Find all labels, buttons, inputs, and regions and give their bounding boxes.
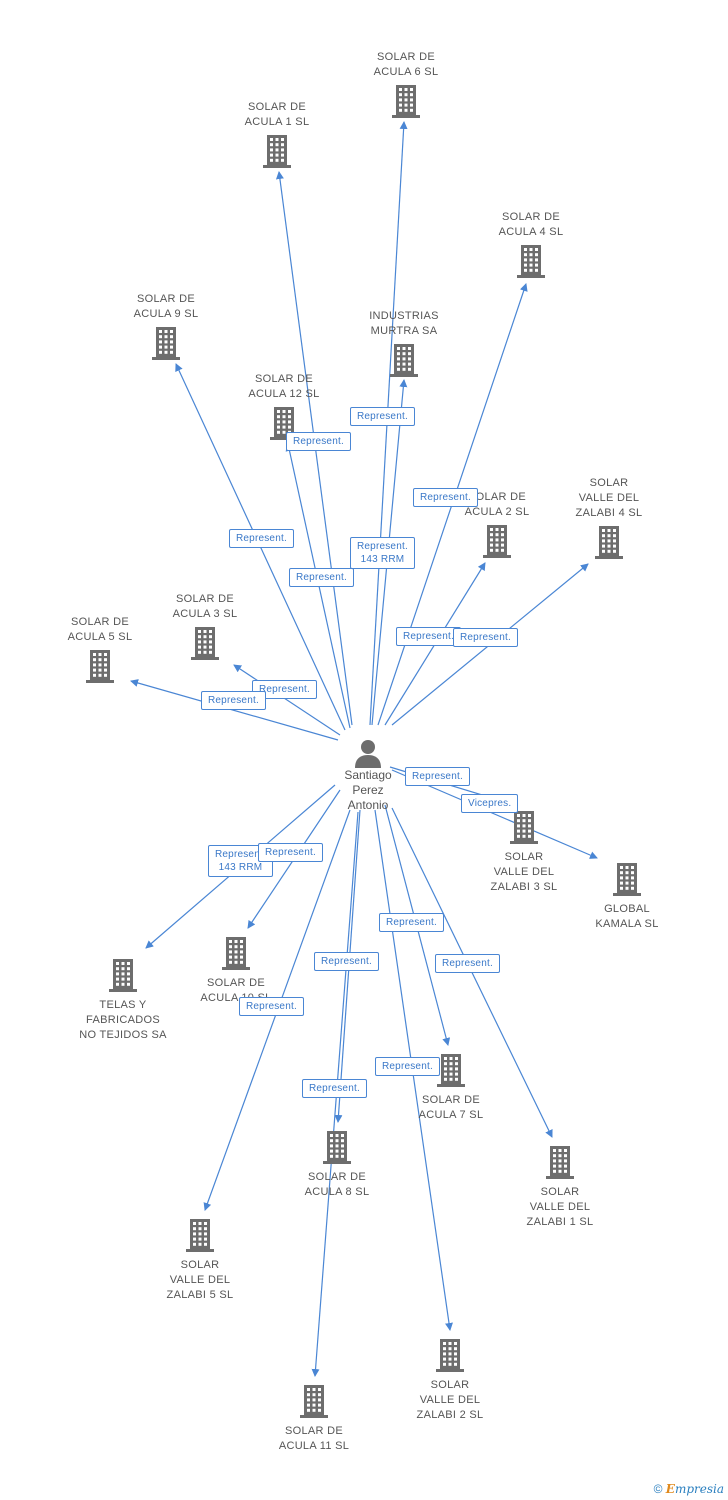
company-label: SOLAR VALLE DEL ZALABI 5 SL xyxy=(166,1259,234,1301)
relation-badge[interactable]: Represent. xyxy=(229,529,294,548)
company-node-zalabi5[interactable]: SOLAR VALLE DEL ZALABI 5 SL xyxy=(150,1218,250,1303)
relation-badge[interactable]: Represent. xyxy=(435,954,500,973)
relation-badge[interactable]: Represent. xyxy=(413,488,478,507)
center-person[interactable]: Santiago Perez Antonio xyxy=(328,738,408,813)
company-node-zalabi3[interactable]: SOLAR VALLE DEL ZALABI 3 SL xyxy=(474,810,574,895)
company-label: SOLAR DE ACULA 7 SL xyxy=(418,1094,484,1121)
company-label: SOLAR DE ACULA 10 SL xyxy=(200,977,271,1004)
building-icon xyxy=(390,344,418,377)
relation-badge[interactable]: Represent. xyxy=(350,407,415,426)
building-icon xyxy=(437,1054,465,1087)
company-node-murtra[interactable]: INDUSTRIAS MURTRA SA xyxy=(354,309,454,377)
relation-badge[interactable]: Represent. xyxy=(453,628,518,647)
company-node-acula11[interactable]: SOLAR DE ACULA 11 SL xyxy=(264,1384,364,1454)
person-icon xyxy=(355,740,381,768)
copyright-symbol: © xyxy=(653,1482,663,1496)
person-name: Santiago Perez Antonio xyxy=(344,768,392,812)
relation-badge[interactable]: Vicepres. xyxy=(461,794,519,813)
company-node-acula8[interactable]: SOLAR DE ACULA 8 SL xyxy=(287,1130,387,1200)
brand-footer: © Empresia xyxy=(654,1482,724,1496)
relation-badge[interactable]: Represent. xyxy=(302,1079,367,1098)
company-node-acula7[interactable]: SOLAR DE ACULA 7 SL xyxy=(401,1053,501,1123)
building-icon xyxy=(109,959,137,992)
company-label: SOLAR DE ACULA 3 SL xyxy=(172,593,238,620)
company-node-acula4[interactable]: SOLAR DE ACULA 4 SL xyxy=(481,210,581,278)
relation-badge[interactable]: Represent. xyxy=(239,997,304,1016)
company-label: SOLAR VALLE DEL ZALABI 1 SL xyxy=(526,1186,594,1228)
company-label: SOLAR DE ACULA 12 SL xyxy=(248,373,320,400)
company-node-acula12[interactable]: SOLAR DE ACULA 12 SL xyxy=(234,372,334,440)
building-icon xyxy=(191,627,219,660)
company-label: SOLAR VALLE DEL ZALABI 2 SL xyxy=(416,1379,484,1421)
company-label: TELAS Y FABRICADOS NO TEJIDOS SA xyxy=(79,999,167,1041)
relation-badge[interactable]: Represent. xyxy=(201,691,266,710)
company-node-acula9[interactable]: SOLAR DE ACULA 9 SL xyxy=(116,292,216,360)
company-node-zalabi1[interactable]: SOLAR VALLE DEL ZALABI 1 SL xyxy=(510,1145,610,1230)
company-node-acula5[interactable]: SOLAR DE ACULA 5 SL xyxy=(50,615,150,683)
relation-badge[interactable]: Represent. xyxy=(252,680,317,699)
company-label: SOLAR DE ACULA 4 SL xyxy=(498,211,564,238)
relation-badge[interactable]: Represent. 143 RRM xyxy=(350,537,415,569)
company-label: SOLAR DE ACULA 11 SL xyxy=(278,1425,350,1452)
relation-badge[interactable]: Represent. xyxy=(379,913,444,932)
company-label: SOLAR DE ACULA 1 SL xyxy=(244,101,310,128)
building-icon xyxy=(546,1146,574,1179)
company-node-acula6[interactable]: SOLAR DE ACULA 6 SL xyxy=(356,50,456,118)
building-icon xyxy=(392,85,420,118)
building-icon xyxy=(517,245,545,278)
building-icon xyxy=(152,327,180,360)
company-node-acula3[interactable]: SOLAR DE ACULA 3 SL xyxy=(155,592,255,660)
company-label: GLOBAL KAMALA SL xyxy=(595,903,659,930)
building-icon xyxy=(323,1131,351,1164)
building-icon xyxy=(483,525,511,558)
relation-badge[interactable]: Represent. xyxy=(396,627,461,646)
company-label: INDUSTRIAS MURTRA SA xyxy=(369,310,439,337)
relation-badge[interactable]: Represent. xyxy=(314,952,379,971)
company-label: SOLAR DE ACULA 9 SL xyxy=(133,293,199,320)
company-node-zalabi4[interactable]: SOLAR VALLE DEL ZALABI 4 SL xyxy=(559,476,659,559)
building-icon xyxy=(595,526,623,559)
company-node-kamala[interactable]: GLOBAL KAMALA SL xyxy=(577,862,677,932)
company-node-acula1[interactable]: SOLAR DE ACULA 1 SL xyxy=(227,100,327,168)
relation-badge[interactable]: Represent. xyxy=(405,767,470,786)
company-node-zalabi2[interactable]: SOLAR VALLE DEL ZALABI 2 SL xyxy=(400,1338,500,1423)
company-node-acula10[interactable]: SOLAR DE ACULA 10 SL xyxy=(186,936,286,1006)
company-label: SOLAR DE ACULA 6 SL xyxy=(373,51,439,78)
company-label: SOLAR DE ACULA 8 SL xyxy=(304,1171,370,1198)
building-icon xyxy=(263,135,291,168)
building-icon xyxy=(186,1219,214,1252)
building-icon xyxy=(510,811,538,844)
relation-badge[interactable]: Represent. xyxy=(258,843,323,862)
relation-badge[interactable]: Represent. xyxy=(375,1057,440,1076)
relation-badge[interactable]: Represent. xyxy=(286,432,351,451)
brand-logo-e: E xyxy=(665,1482,675,1496)
building-icon xyxy=(222,937,250,970)
building-icon xyxy=(86,650,114,683)
company-label: SOLAR DE ACULA 5 SL xyxy=(67,616,133,643)
relation-badge[interactable]: Represent. xyxy=(289,568,354,587)
building-icon xyxy=(613,863,641,896)
company-label: SOLAR VALLE DEL ZALABI 4 SL xyxy=(575,477,643,519)
building-icon xyxy=(436,1339,464,1372)
edge-acula5 xyxy=(130,679,339,741)
company-node-telas[interactable]: TELAS Y FABRICADOS NO TEJIDOS SA xyxy=(73,958,173,1043)
edge-acula3 xyxy=(233,664,341,736)
company-label: SOLAR VALLE DEL ZALABI 3 SL xyxy=(490,851,558,893)
brand-logo-text: mpresia xyxy=(674,1482,724,1496)
building-icon xyxy=(300,1385,328,1418)
